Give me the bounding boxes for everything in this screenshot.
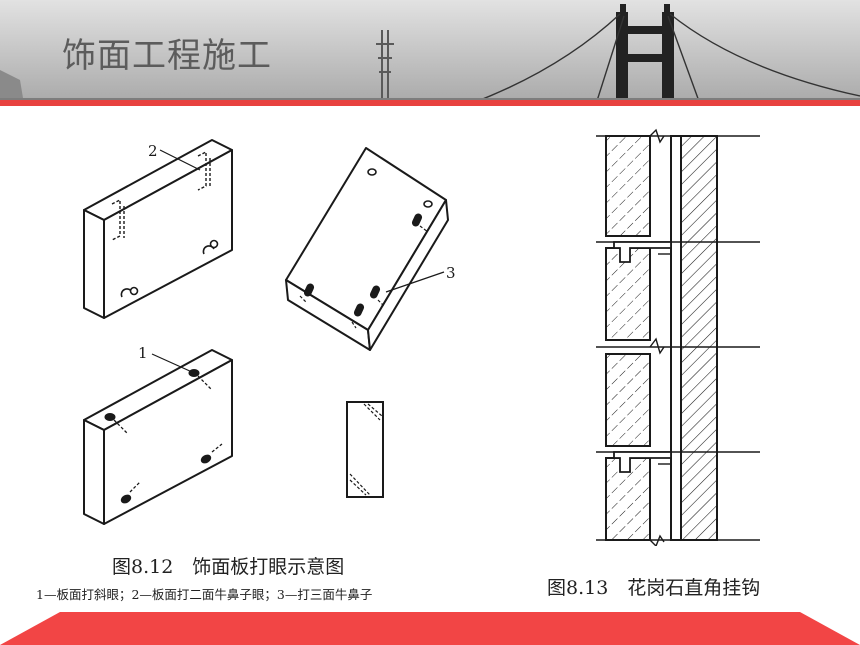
- slide-title: 饰面工程施工: [62, 36, 272, 76]
- figure-8-13-caption: 图8.13 花岗石直角挂钩: [547, 577, 761, 599]
- callout-3: 3: [385, 264, 456, 293]
- stone-panel-diagram: 2 3: [83, 128, 760, 546]
- panel-bottom-left: [83, 349, 233, 525]
- panel-section-view: [346, 401, 384, 498]
- footer-accent-band: [0, 612, 860, 645]
- callout-1: 1: [138, 344, 193, 373]
- panel-top-left: [83, 139, 233, 319]
- callout-2-label: 2: [148, 142, 158, 160]
- slide-header: 饰面工程施工: [0, 0, 860, 104]
- callout-3-label: 3: [446, 264, 456, 282]
- callout-2: 2: [148, 142, 201, 171]
- figure-8-12-legend: 1—板面打斜眼；2—板面打二面牛鼻子眼；3—打三面牛鼻子: [36, 587, 373, 602]
- wall-section-diagram: [596, 128, 760, 546]
- figure-8-12-caption: 图8.12 饰面板打眼示意图: [112, 556, 345, 578]
- panel-top-right: [285, 147, 449, 351]
- callout-1-label: 1: [138, 344, 148, 362]
- header-accent-rule: [0, 100, 860, 106]
